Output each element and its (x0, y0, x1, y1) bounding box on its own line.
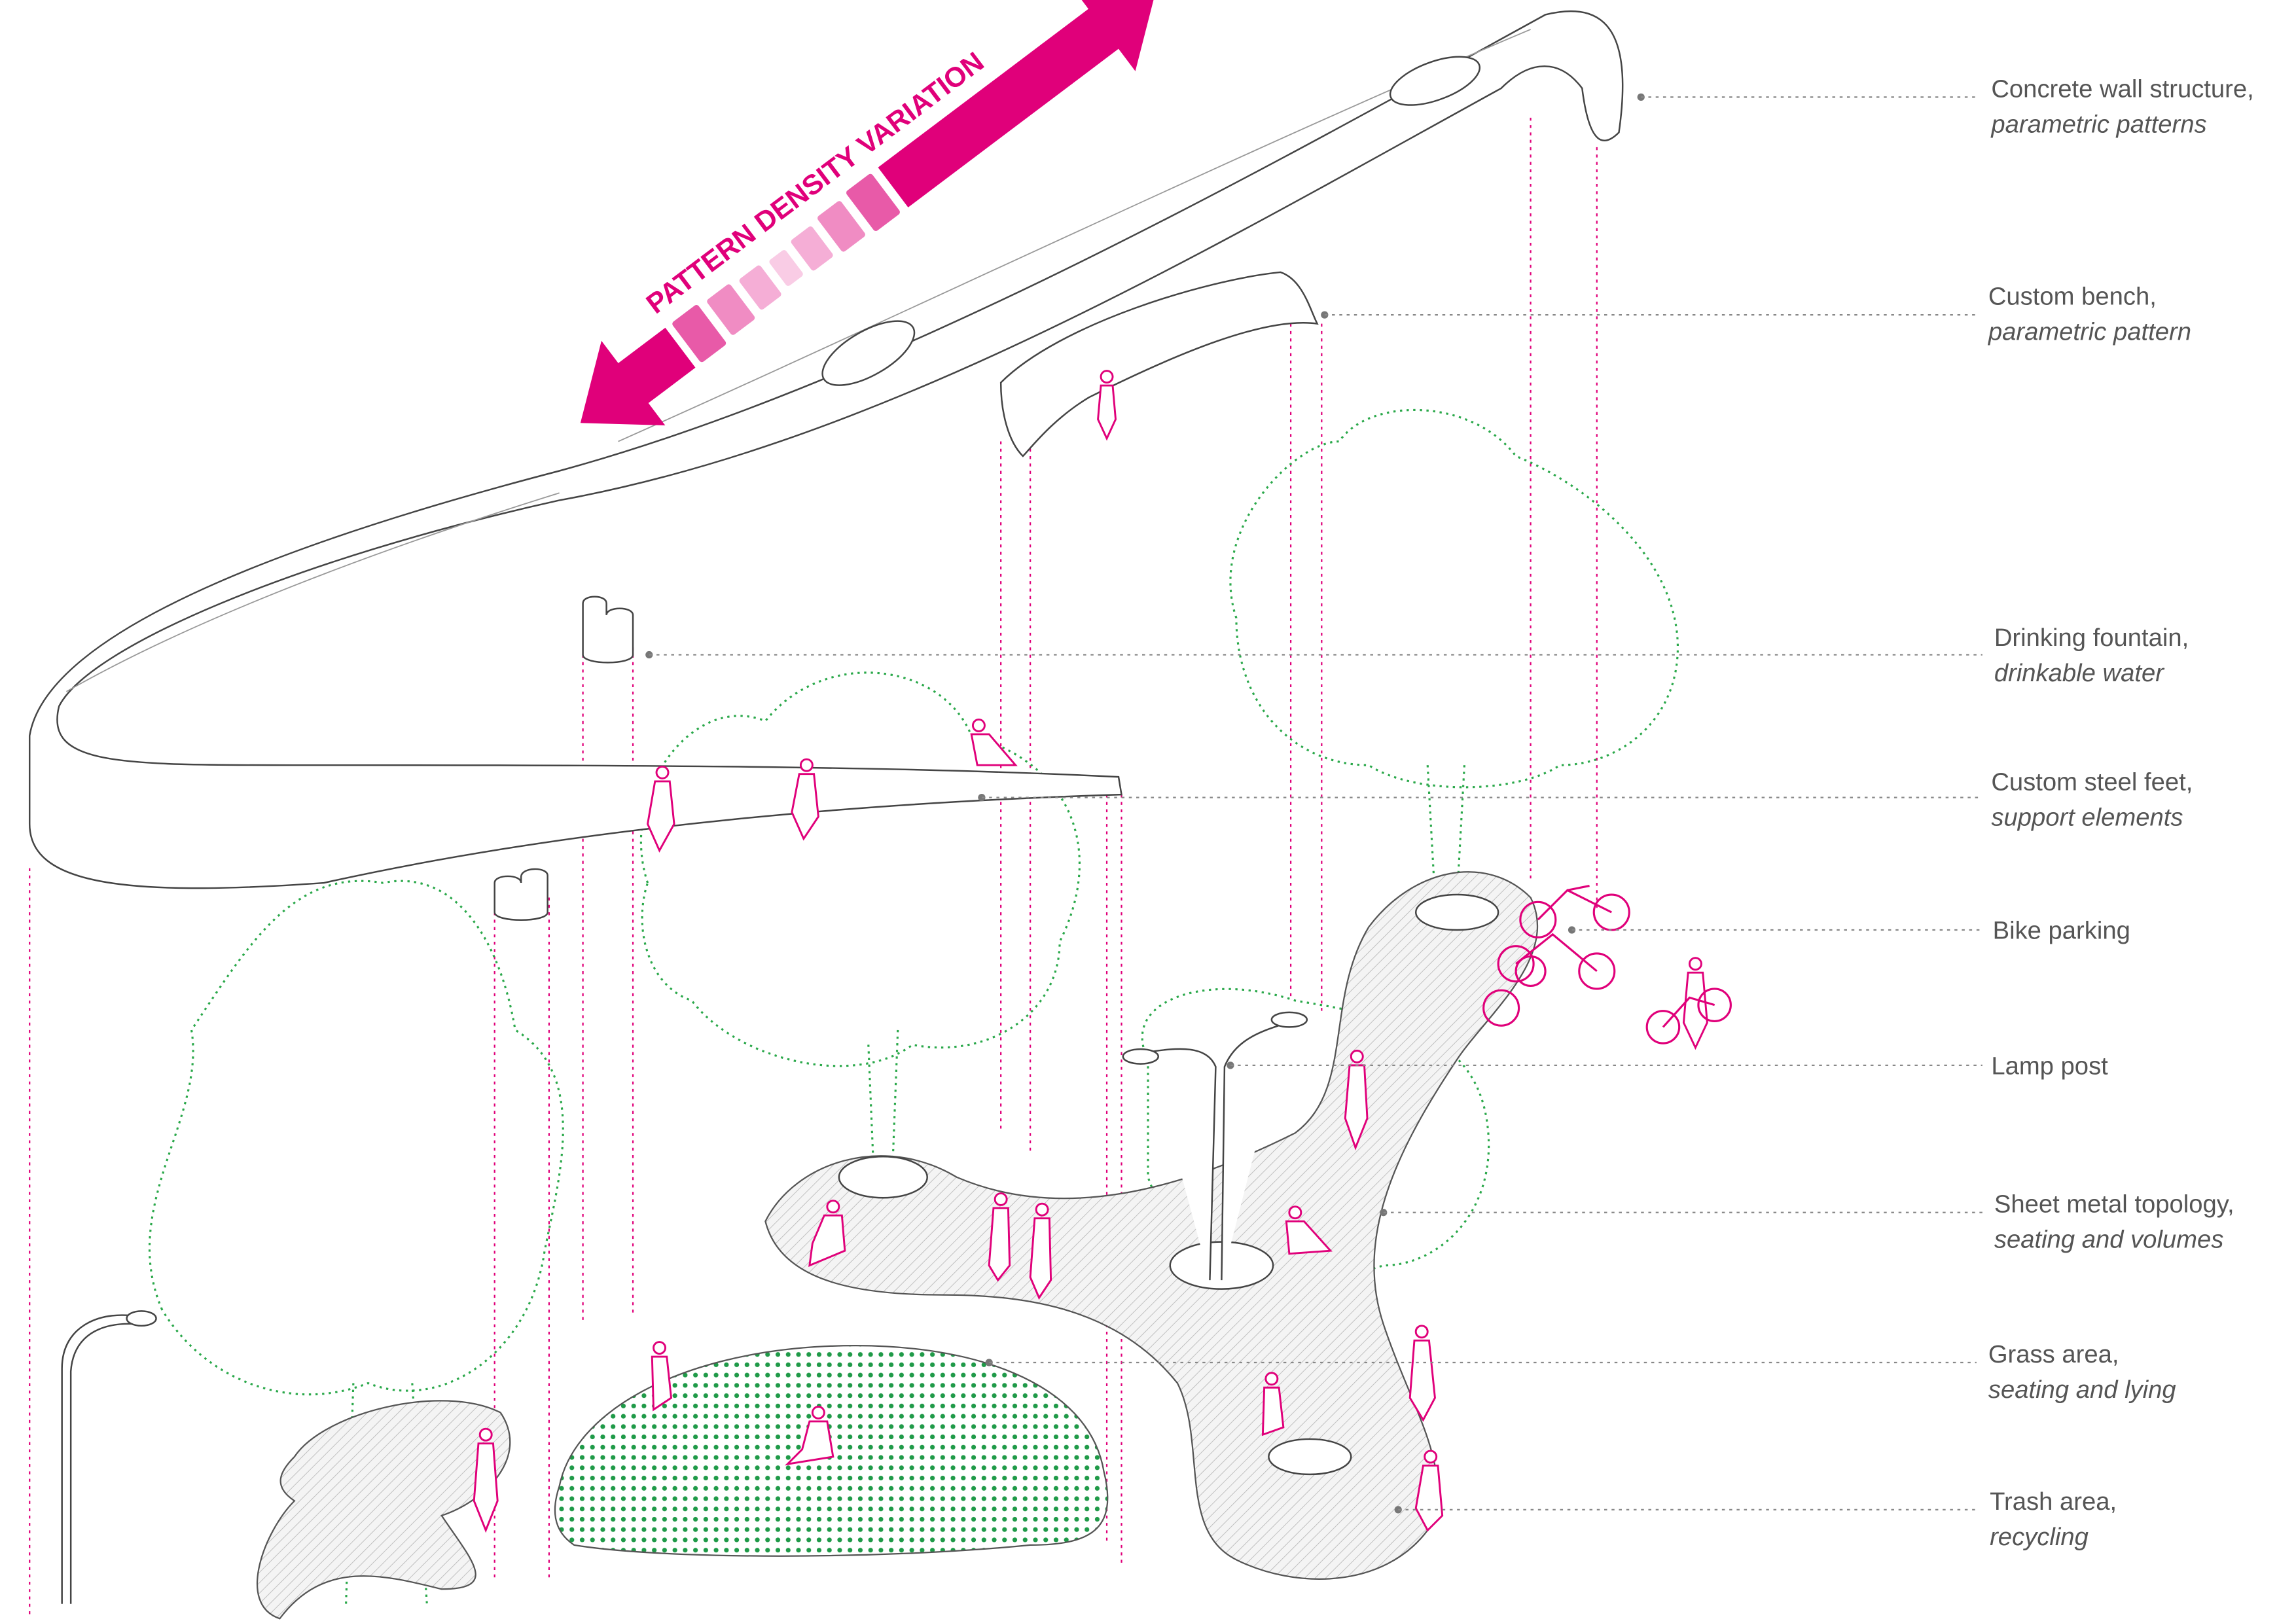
label-trash-subtitle: recycling (1990, 1523, 2089, 1551)
concrete-wall-structure (28, 10, 1624, 889)
person-icon (651, 1341, 673, 1412)
custom-bench (999, 271, 1319, 457)
label-trash-title: Trash area, (1990, 1488, 2117, 1516)
people-and-bikes (473, 370, 1732, 1533)
sheet-metal-topology (256, 871, 1539, 1620)
person-icon (791, 758, 819, 841)
person-icon (970, 719, 1018, 766)
person-icon (1029, 1202, 1052, 1300)
label-fountain-subtitle: drinkable water (1994, 659, 2165, 687)
label-bike-parking: Bike parking (1993, 916, 2130, 944)
label-concrete-wall-subtitle: parametric patterns (1990, 110, 2206, 138)
person-icon (988, 1192, 1011, 1282)
person-icon (1285, 1205, 1333, 1255)
label-grass-title: Grass area, (1988, 1340, 2119, 1368)
label-bench-subtitle: parametric pattern (1988, 317, 2191, 346)
person-icon (1344, 1049, 1369, 1150)
label-grass-subtitle: seating and lying (1988, 1376, 2176, 1404)
person-icon (473, 1427, 499, 1533)
double-arrow-icon (580, 327, 696, 426)
label-sheet-metal-title: Sheet metal topology, (1994, 1190, 2234, 1219)
person-icon (784, 1406, 834, 1466)
person-icon (1682, 957, 1708, 1050)
label-steel-feet-subtitle: support elements (1991, 803, 2183, 831)
drinking-fountains (493, 596, 634, 921)
person-icon (808, 1200, 846, 1267)
legend-labels: Concrete wall structure, parametric patt… (1988, 75, 2254, 1550)
bicycle-icon (1482, 885, 1732, 1044)
person-icon (1097, 370, 1117, 441)
label-lamp-post: Lamp post (1991, 1052, 2108, 1080)
label-bench-title: Custom bench, (1988, 282, 2157, 310)
person-icon (1261, 1372, 1285, 1436)
label-steel-feet-title: Custom steel feet, (1991, 768, 2193, 796)
label-concrete-wall-title: Concrete wall structure, (1991, 75, 2253, 103)
lamp-posts (61, 1011, 1308, 1604)
label-fountain-title: Drinking fountain, (1994, 624, 2189, 652)
person-icon (1414, 1450, 1444, 1532)
person-icon (647, 765, 675, 853)
leader-lines (645, 93, 1982, 1514)
label-sheet-metal-subtitle: seating and volumes (1994, 1226, 2224, 1254)
person-icon (1408, 1325, 1436, 1422)
